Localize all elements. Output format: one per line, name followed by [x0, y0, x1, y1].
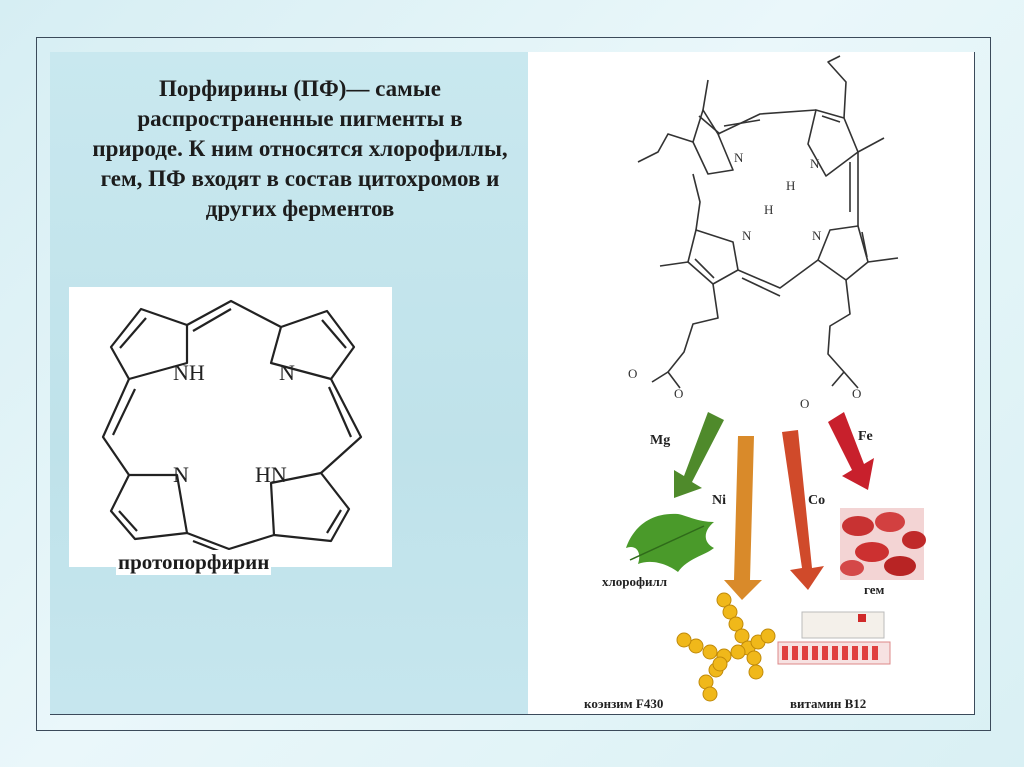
metal-label-ni: Ni	[712, 493, 726, 508]
coenzyme-chain-icon	[676, 592, 776, 702]
frame-inner-right	[974, 52, 975, 715]
heme-atom-n2: N	[810, 156, 820, 171]
heme-atom-h3: H	[764, 202, 773, 217]
arrow-co	[782, 430, 824, 590]
vitamin-b12-icon	[777, 611, 891, 665]
frame-line-bottom	[36, 730, 991, 731]
right-figure-panel	[528, 52, 974, 714]
product-chlorophyll-label: хлорофилл	[602, 574, 667, 589]
product-vitamin-label: витамин B12	[790, 696, 866, 711]
atom-nh-top: NH	[173, 360, 205, 385]
frame-line-top	[36, 37, 991, 38]
heme-diagram: N N H N H N O O O O Mg Ni Co Fe	[584, 55, 926, 711]
product-coenzyme-label: коэнзим F430	[584, 696, 663, 711]
leaf-icon	[626, 513, 714, 572]
heme-atom-n4: N	[812, 228, 822, 243]
metal-label-mg: Mg	[650, 433, 670, 448]
protoporphyrin-figure: NH N N HN	[69, 287, 392, 567]
arrow-fe	[828, 412, 874, 490]
heme-atom-o3: O	[800, 396, 809, 411]
metal-label-fe: Fe	[858, 429, 873, 444]
protoporphyrin-caption: протопорфирин	[116, 550, 272, 575]
atom-hn-bottom: HN	[255, 462, 287, 487]
slide-heading: Порфирины (ПФ)— самые распространенные п…	[92, 76, 508, 221]
heme-atom-n1: N	[734, 150, 744, 165]
arrow-ni	[724, 436, 762, 600]
heme-atom-o1: O	[628, 366, 637, 381]
frame-line-left	[36, 37, 37, 731]
atom-n-top: N	[279, 360, 295, 385]
frame-inner-bottom	[50, 714, 974, 715]
frame-line-right	[990, 37, 991, 731]
atom-n-bottom: N	[173, 462, 189, 487]
heme-atom-h2: H	[786, 178, 795, 193]
heme-atom-n3: N	[742, 228, 752, 243]
heme-atom-o4: O	[852, 386, 861, 401]
heme-atom-o2: O	[674, 386, 683, 401]
arrow-mg	[674, 412, 724, 498]
metal-label-co: Co	[808, 493, 825, 508]
protoporphyrin-svg: NH N N HN	[101, 299, 363, 557]
red-blood-cells-icon	[840, 508, 926, 580]
product-heme-label: гем	[864, 582, 885, 597]
